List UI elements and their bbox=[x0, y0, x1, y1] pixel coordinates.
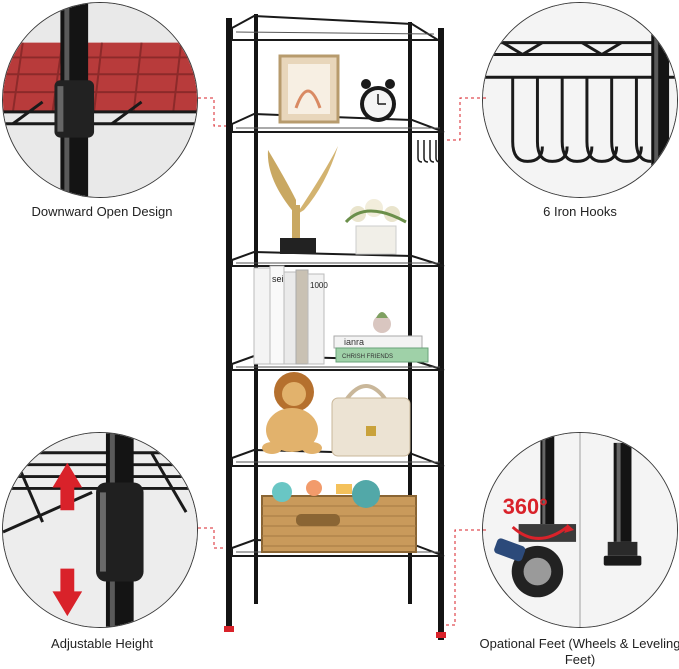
side-hooks bbox=[417, 140, 441, 163]
iron-hooks-label: 6 Iron Hooks bbox=[543, 204, 617, 219]
front-right-foot bbox=[436, 632, 446, 638]
downward-open-label: Downward Open Design bbox=[31, 204, 173, 219]
optional-feet-label: Opational Feet (Wheels & Leveling Feet) bbox=[479, 636, 679, 667]
book-title-friends: CHRISH FRIENDS bbox=[342, 354, 393, 360]
adjustable-height-label: Adjustable Height bbox=[51, 636, 153, 651]
front-left-foot bbox=[224, 626, 234, 632]
book-spine-sei: sei bbox=[272, 274, 284, 284]
downward-open-closeup bbox=[2, 2, 198, 198]
wire-shelving-unit: sei 1000 ianra CHRISH FRIENDS bbox=[224, 14, 446, 640]
book-title-ianra: ianra bbox=[344, 337, 364, 347]
book-stack-flat: ianra CHRISH FRIENDS bbox=[333, 335, 429, 363]
flower-pot bbox=[344, 199, 407, 255]
lion-plush bbox=[262, 372, 322, 454]
optional-feet-closeup: 360° bbox=[482, 432, 678, 628]
book-stack-upright: sei 1000 bbox=[253, 265, 328, 365]
small-plant bbox=[373, 315, 391, 333]
eagle-sculpture bbox=[267, 146, 338, 254]
arrow-down-icon bbox=[52, 568, 83, 617]
handbag bbox=[331, 384, 411, 457]
arrow-up-icon bbox=[52, 462, 83, 511]
rotation-badge: 360° bbox=[503, 494, 548, 519]
iron-hooks-closeup bbox=[482, 2, 678, 198]
wheel-closeup-icon: 360° bbox=[483, 433, 677, 627]
shelf-corner-closeup-icon bbox=[3, 3, 197, 197]
hooks-closeup-icon bbox=[483, 3, 677, 197]
book-spine-1000: 1000 bbox=[310, 281, 328, 290]
woven-basket bbox=[261, 480, 417, 553]
